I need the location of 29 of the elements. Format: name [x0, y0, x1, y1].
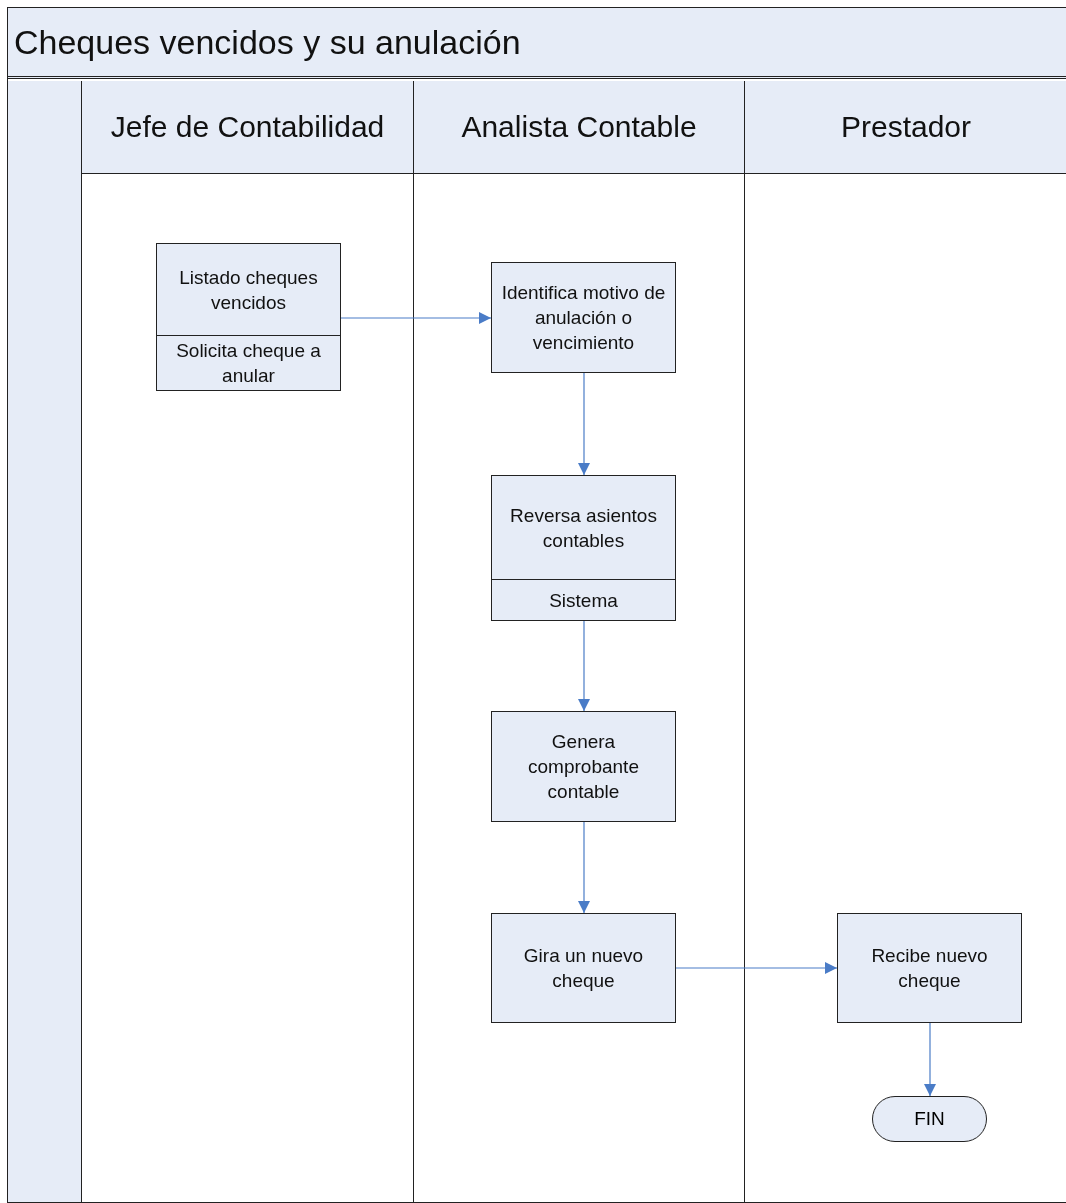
lane-title: Jefe de Contabilidad [110, 110, 385, 144]
arrow [578, 821, 590, 914]
box-text: Identifica motivo de anulación o vencimiento [500, 281, 667, 355]
arrow [675, 962, 838, 974]
process-box [837, 913, 1022, 1023]
pool-title: Cheques vencidos y su anulación [14, 22, 521, 62]
box-text: Recibe nuevo cheque [870, 944, 989, 993]
terminator [872, 1096, 987, 1142]
terminator-text: FIN [914, 1108, 945, 1130]
arrow [340, 312, 492, 324]
swimlane [413, 81, 744, 1203]
lane-title: Prestador [840, 110, 972, 144]
box-text: Listado cheques vencidos [178, 265, 319, 315]
process-box [156, 243, 341, 391]
box-subtext: Sistema [549, 588, 618, 613]
swimlane [744, 81, 1066, 1203]
arrow [578, 620, 590, 712]
process-box [491, 262, 676, 373]
arrow [578, 372, 590, 476]
box-text: Gira un nuevo cheque [522, 944, 645, 993]
process-box [491, 475, 676, 621]
process-box [491, 913, 676, 1023]
box-subtext: Solicita cheque a anular [175, 339, 322, 388]
box-text: Genera comprobante contable [527, 730, 640, 804]
arrow [924, 1022, 936, 1097]
process-box [491, 711, 676, 822]
lane-title: Analista Contable [461, 110, 697, 144]
box-text: Reversa asientos contables [509, 503, 658, 553]
pool-frame [7, 7, 1066, 1203]
